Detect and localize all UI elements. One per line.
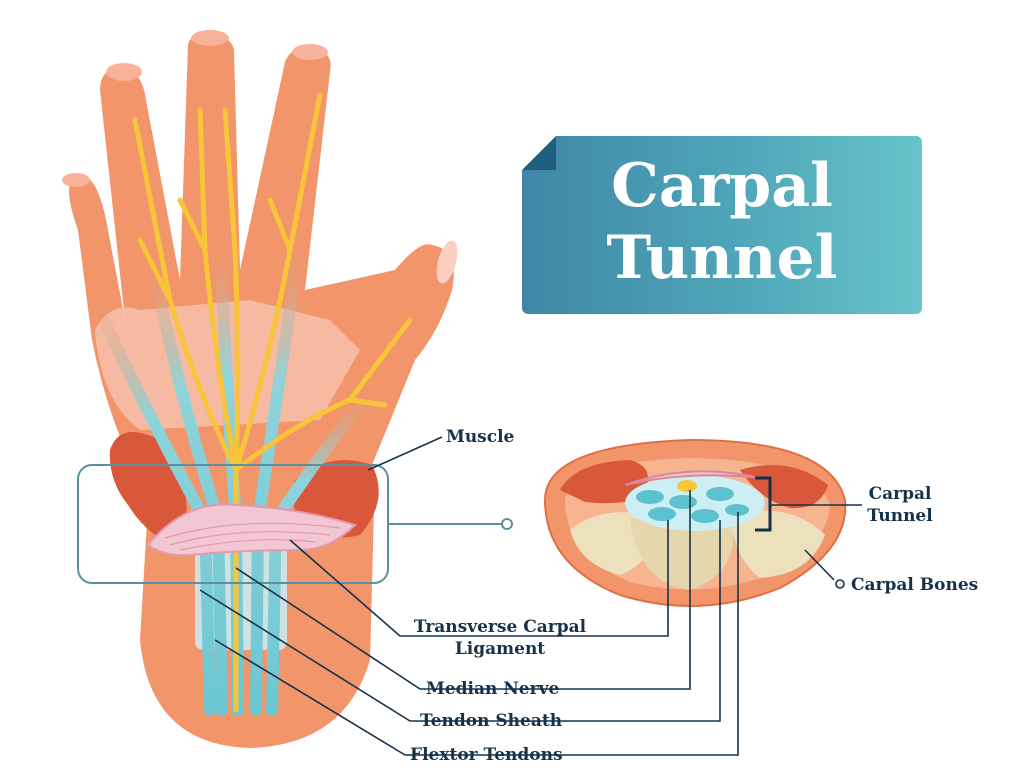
nerve-branch-b	[197, 107, 239, 473]
transverse-ligament-shape	[146, 503, 357, 557]
wrist-cross-section	[543, 438, 847, 607]
title-text: Carpal Tunnel	[522, 150, 922, 294]
leader-sheath	[199, 520, 721, 722]
nerve-twig-3	[267, 197, 293, 253]
nerve-twig-1	[137, 237, 173, 303]
label-transverse-line2: Ligament	[454, 639, 546, 659]
carpal-bone-2	[630, 511, 734, 590]
label-carpal-tunnel-line1: Carpal	[868, 484, 932, 504]
nerve-branch-d	[233, 92, 323, 473]
title-banner-fold	[522, 136, 556, 170]
leader-lines	[199, 436, 862, 756]
label-carpal-bones: Carpal Bones	[851, 575, 979, 595]
label-median-nerve: Median Nerve	[426, 679, 560, 699]
leader-muscle	[367, 436, 443, 471]
nerve-twig-2	[177, 197, 208, 253]
leader-flexor	[214, 512, 739, 756]
tendon-1	[84, 284, 216, 716]
leader-transverse	[289, 520, 669, 637]
label-transverse-line1: Transverse Carpal	[413, 617, 587, 637]
cross-section-muscle-right	[740, 465, 828, 509]
carpal-tunnel-bracket	[755, 476, 772, 532]
label-flexor-tendons: Flextor Tendons	[410, 745, 563, 765]
nerve-branch-a	[132, 117, 239, 473]
label-carpal-tunnel-line2: Tunnel	[867, 506, 933, 526]
title-banner	[522, 136, 922, 314]
tendon-4	[250, 234, 306, 716]
ligament-fibers	[164, 522, 341, 551]
median-nerve-section	[677, 480, 697, 492]
nerve-branch-c	[222, 107, 241, 473]
finger-tip-ring	[292, 44, 328, 60]
connector-dot	[501, 518, 513, 530]
nerve-branch-e	[233, 317, 413, 473]
finger-tip-middle	[191, 30, 229, 46]
thumb-nail	[436, 240, 458, 284]
label-muscle: Muscle	[446, 427, 515, 447]
title-line-1: Carpal	[611, 151, 833, 221]
leader-median	[235, 490, 691, 690]
title-line-2: Tunnel	[606, 223, 838, 293]
nerve-twig-4	[347, 397, 388, 408]
carpal-bone-3	[730, 510, 825, 578]
finger-tip-little	[62, 173, 90, 187]
tendon-2	[144, 244, 228, 716]
finger-tip-index	[106, 63, 142, 81]
palm	[69, 33, 454, 500]
leader-carpal-bones	[804, 549, 835, 581]
cross-section-muscle-left	[560, 460, 648, 504]
label-carpal-tunnel: Carpal Tunnel	[860, 483, 940, 527]
label-tendon-sheath: Tendon Sheath	[420, 711, 563, 731]
carpal-bones-dot	[835, 579, 845, 589]
hand-illustration	[62, 30, 458, 748]
label-transverse-carpal-ligament: Transverse Carpal Ligament	[402, 616, 598, 660]
